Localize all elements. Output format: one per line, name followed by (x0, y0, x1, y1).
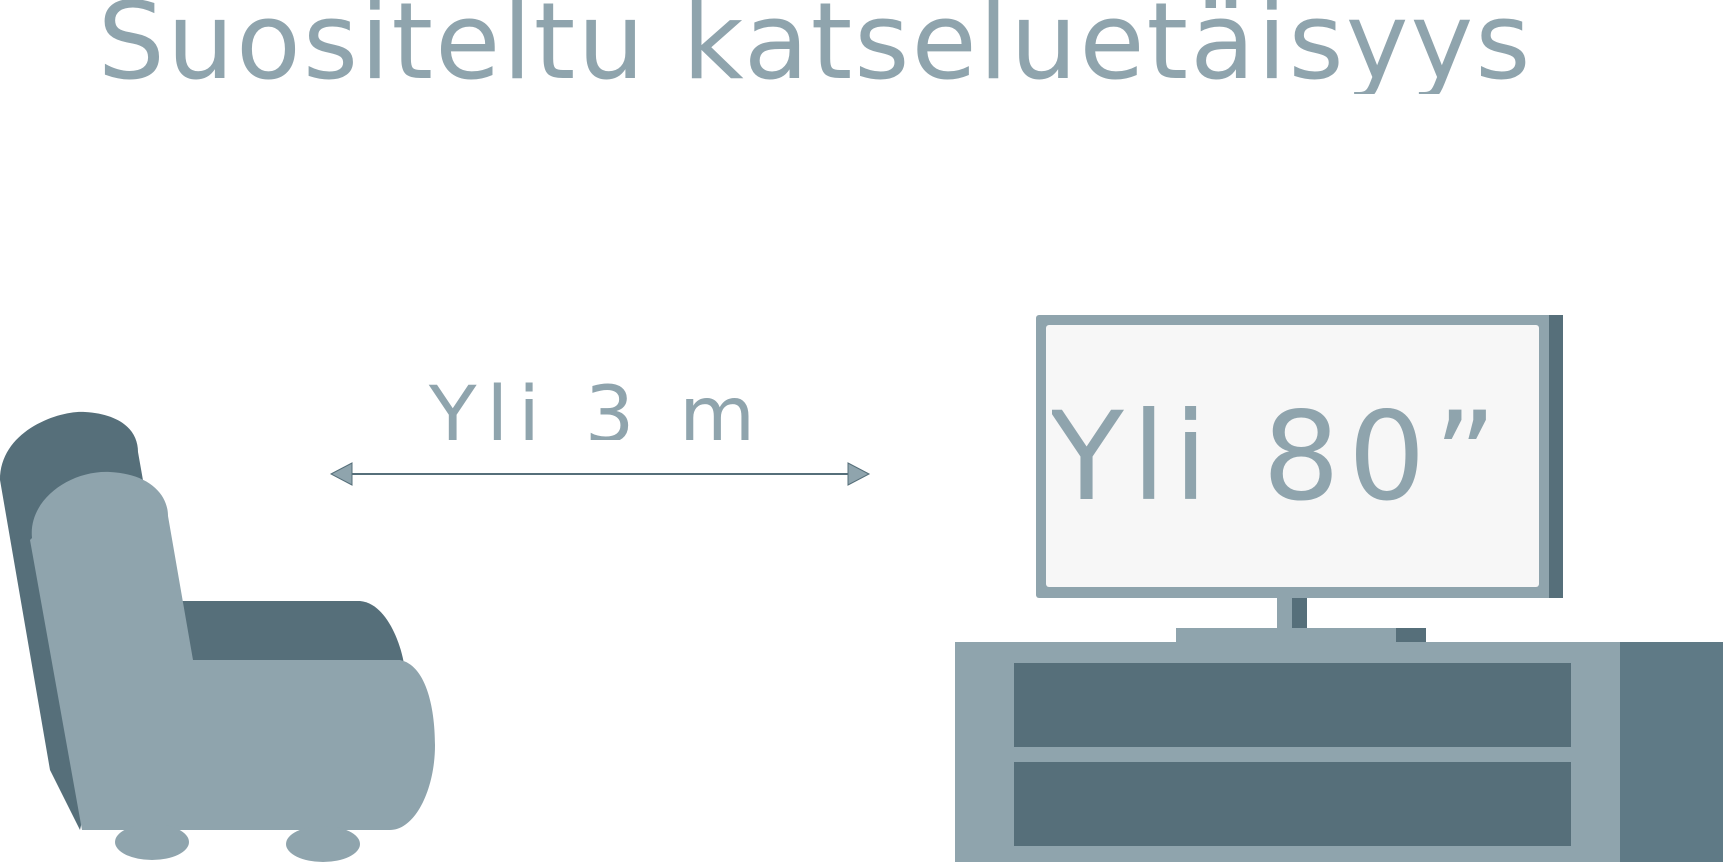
stand-side (1620, 642, 1723, 862)
tv-size-text: Yli 80” (1052, 395, 1502, 515)
double-arrow-icon (330, 462, 871, 486)
armchair-foot-left (115, 824, 189, 860)
tv-stand-icon (955, 642, 1723, 862)
title-text: Suositeltu katseluetäisyys (98, 0, 1533, 94)
arrow-head-left (330, 462, 353, 486)
armchair-seat-top (170, 601, 404, 664)
armchair-foot-right (286, 826, 360, 862)
tv-screen (1046, 325, 1539, 587)
tv-base (1176, 628, 1426, 644)
distance-text: Yli 3 m (428, 371, 765, 440)
tv-frame-edge (1549, 315, 1563, 598)
tv-base-shadow (1396, 628, 1426, 644)
arrow-head-right (847, 462, 871, 486)
page-title: Suositeltu katseluetäisyys (98, 0, 1533, 94)
armchair-body (30, 471, 435, 830)
stand-drawer-bottom (1014, 762, 1571, 846)
stand-drawer-top (1014, 663, 1571, 747)
tv-icon (1036, 315, 1563, 644)
distance-label: Yli 3 m (428, 371, 765, 440)
armchair-icon (0, 411, 435, 862)
tv-size-label: Yli 80” (1052, 395, 1502, 515)
